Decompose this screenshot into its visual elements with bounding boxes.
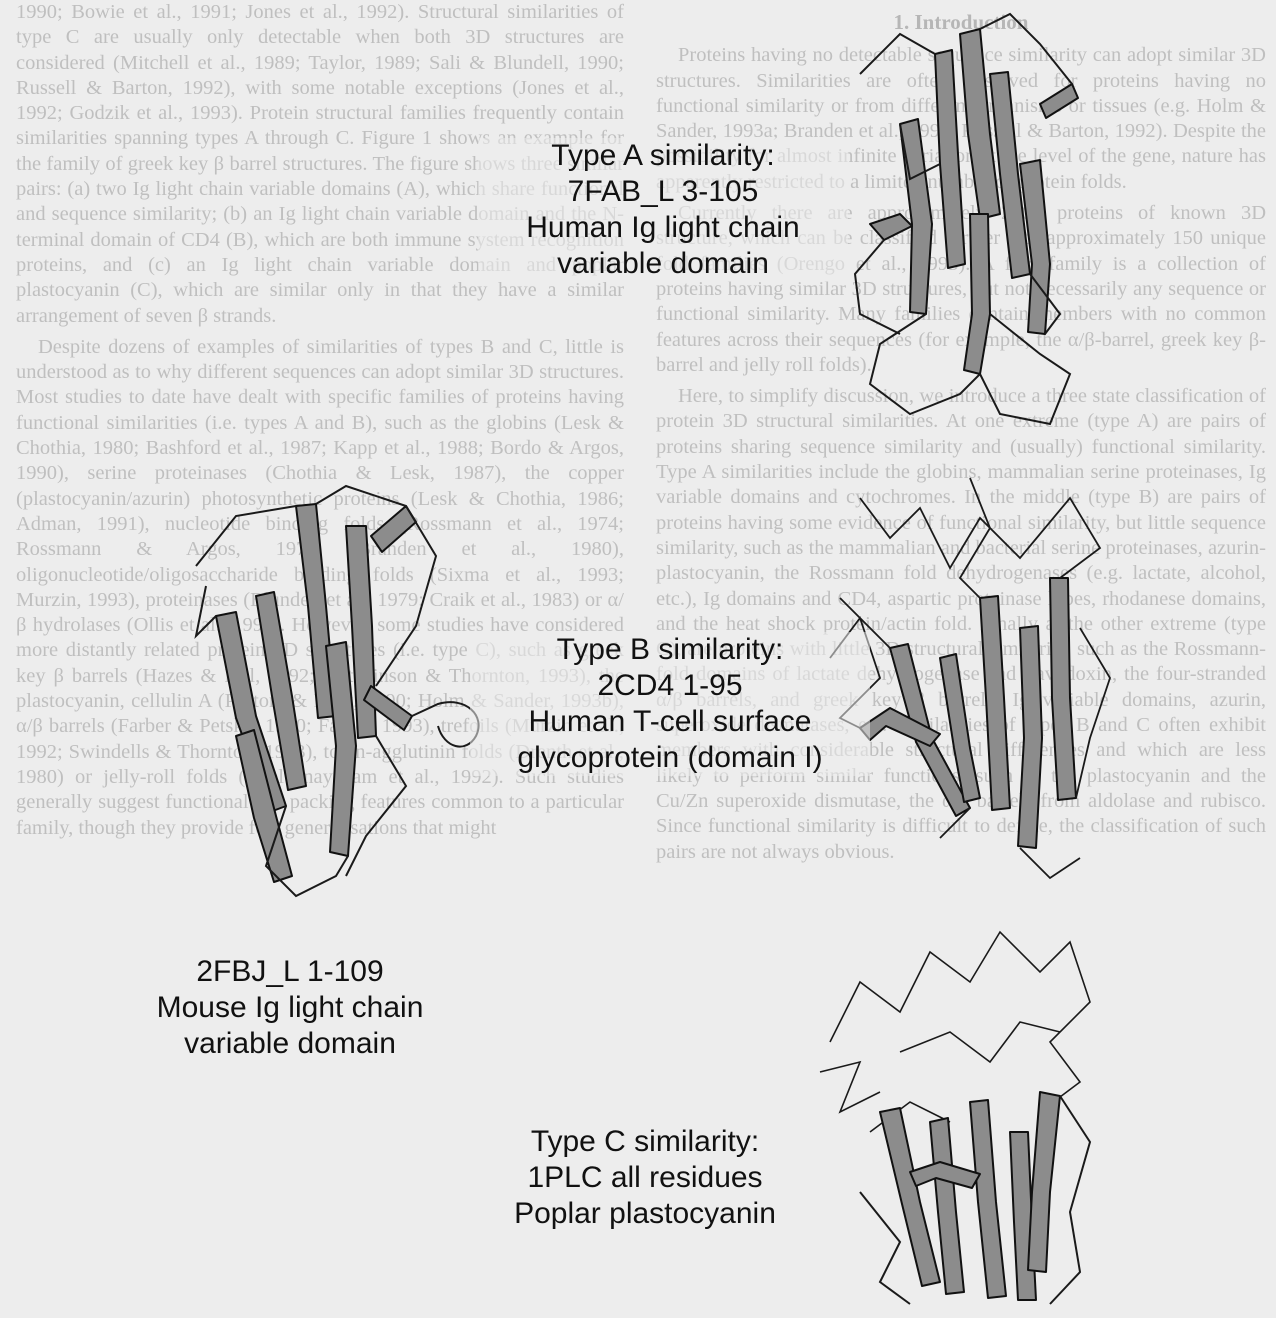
- beta-strand: [860, 708, 940, 746]
- beta-strand: [1040, 84, 1078, 118]
- structure-2fbj-ribbon: [176, 486, 496, 906]
- caption-type-a-heading: Type A similarity:: [478, 138, 848, 174]
- caption-type-b-protein: Human T-cell surface: [470, 704, 870, 740]
- beta-strand: [326, 642, 356, 856]
- beta-strand: [1050, 578, 1076, 800]
- caption-type-c: Type C similarity: 1PLC all residues Pop…: [460, 1124, 830, 1232]
- caption-mouse-protein: Mouse Ig light chain: [110, 990, 470, 1026]
- structure-7fab-ribbon: [840, 14, 1080, 434]
- caption-type-b-heading: Type B similarity:: [470, 632, 870, 668]
- caption-type-a-protein: Human Ig light chain: [478, 210, 848, 246]
- caption-type-b-id: 2CD4 1-95: [470, 668, 870, 704]
- caption-type-a-domain: variable domain: [478, 246, 848, 282]
- caption-type-c-id: 1PLC all residues: [460, 1160, 830, 1196]
- beta-strand: [1018, 626, 1042, 848]
- beta-strand: [870, 214, 912, 240]
- beta-strand: [964, 214, 990, 374]
- beta-strand: [1028, 1092, 1060, 1272]
- beta-strand: [980, 596, 1010, 810]
- caption-mouse-id: 2FBJ_L 1-109: [110, 954, 470, 990]
- caption-type-a: Type A similarity: 7FAB_L 3-105 Human Ig…: [478, 138, 848, 282]
- caption-type-b: Type B similarity: 2CD4 1-95 Human T-cel…: [470, 632, 870, 776]
- beta-strand: [970, 1100, 1006, 1298]
- structure-1plc-ribbon: [800, 912, 1100, 1308]
- caption-type-c-heading: Type C similarity:: [460, 1124, 830, 1160]
- caption-mouse-ig: 2FBJ_L 1-109 Mouse Ig light chain variab…: [110, 954, 470, 1062]
- beta-strand: [935, 50, 965, 268]
- caption-type-b-domain: glycoprotein (domain I): [470, 740, 870, 776]
- caption-type-c-protein: Poplar plastocyanin: [460, 1196, 830, 1232]
- caption-mouse-domain: variable domain: [110, 1026, 470, 1062]
- caption-type-a-id: 7FAB_L 3-105: [478, 174, 848, 210]
